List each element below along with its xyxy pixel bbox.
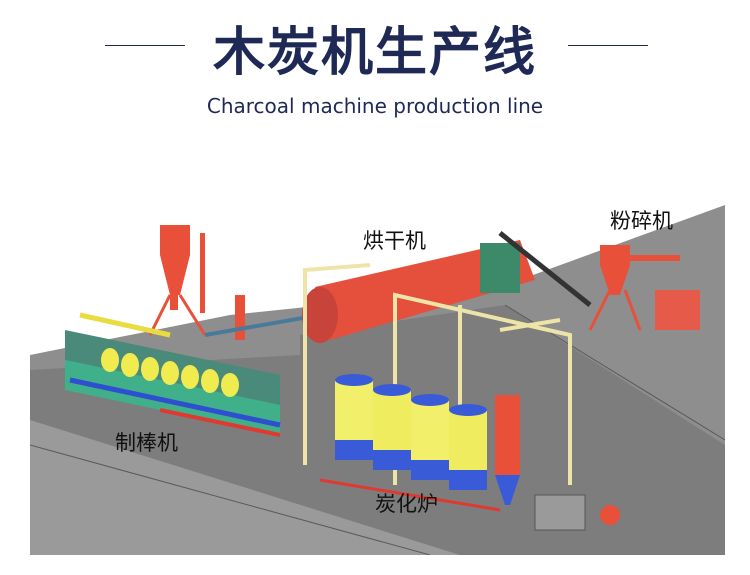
crusher [588, 245, 700, 331]
page-title: 木炭机生产线 [212, 23, 537, 83]
label-dryer: 烘干机 [363, 229, 426, 253]
scene-illustration [29, 205, 726, 556]
label-crusher: 粉碎机 [610, 209, 673, 233]
cyclone-left [148, 225, 245, 340]
blower-fan [600, 505, 620, 525]
title-rule-right [568, 45, 648, 46]
production-line-diagram: 烘干机 粉碎机 制棒机 炭化炉 [29, 205, 726, 556]
title-rule-left [105, 45, 185, 46]
page-subtitle: Charcoal machine production line [206, 94, 544, 118]
rotary-dryer [302, 231, 592, 343]
label-carbonization-furnace: 炭化炉 [375, 492, 438, 516]
rod-machine [65, 312, 281, 437]
carbonization-furnaces [319, 374, 520, 512]
floor-foreground [30, 420, 460, 555]
control-box [534, 494, 586, 531]
label-rod-machine: 制棒机 [115, 431, 178, 455]
